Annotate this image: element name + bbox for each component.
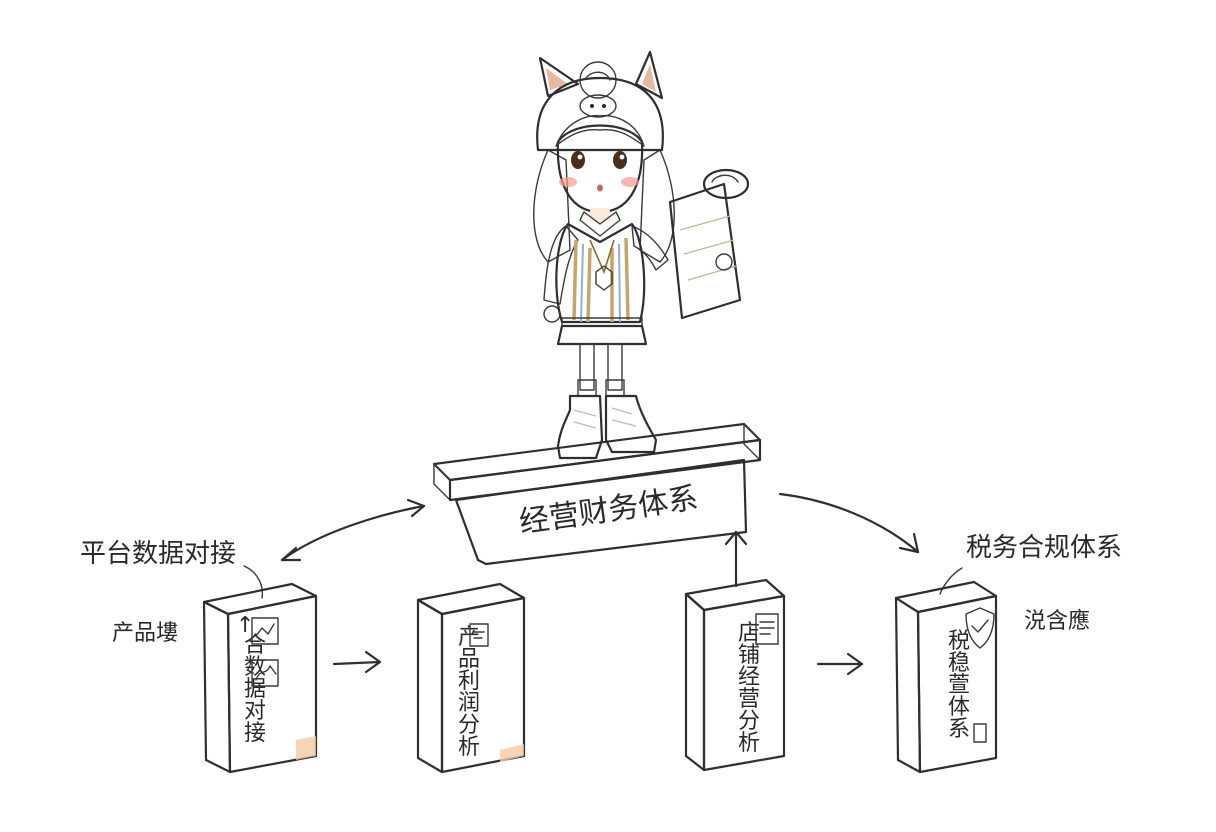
pointer-left-label <box>243 565 264 599</box>
arrow-beam-right <box>778 492 920 554</box>
left-side-label: 产品塿 <box>112 621 178 646</box>
arrows <box>243 492 963 676</box>
pointer-right-label <box>939 567 963 595</box>
girl-character <box>533 50 750 460</box>
left-label: 平台数据对接 <box>80 539 236 569</box>
scroll-map-icon <box>668 168 750 320</box>
box-3-text: 店铺经营分析 <box>738 621 760 756</box>
small-card-icon <box>973 723 987 743</box>
box-4: 税稳萱体系 <box>894 580 998 774</box>
box-2: 产品利润分析 <box>416 582 526 774</box>
shield-icon <box>965 607 995 649</box>
right-side-label: 涚含應 <box>1024 608 1090 634</box>
document-icon <box>469 623 489 647</box>
box-4-text: 税稳萱体系 <box>948 629 970 742</box>
box-1-prefix: ↑ <box>236 613 254 638</box>
arrow-beam-left <box>280 504 426 562</box>
document-icon <box>755 613 779 645</box>
medal-ribbon <box>589 239 615 275</box>
main-beam: 经营财务体系 <box>432 422 762 566</box>
box-2-text: 产品利润分析 <box>458 625 480 760</box>
box-1-text: 合数据对接 <box>244 633 266 746</box>
arrow-box1-box2 <box>332 660 382 666</box>
main-beam-label: 经营财务体系 <box>517 481 700 541</box>
medal-icon <box>595 265 613 291</box>
right-label: 税务合规体系 <box>966 533 1122 563</box>
box-1: ↑ 合数据对接 <box>202 582 318 774</box>
box-3: 店铺经营分析 <box>684 578 786 772</box>
chart-card-icon <box>251 617 279 687</box>
